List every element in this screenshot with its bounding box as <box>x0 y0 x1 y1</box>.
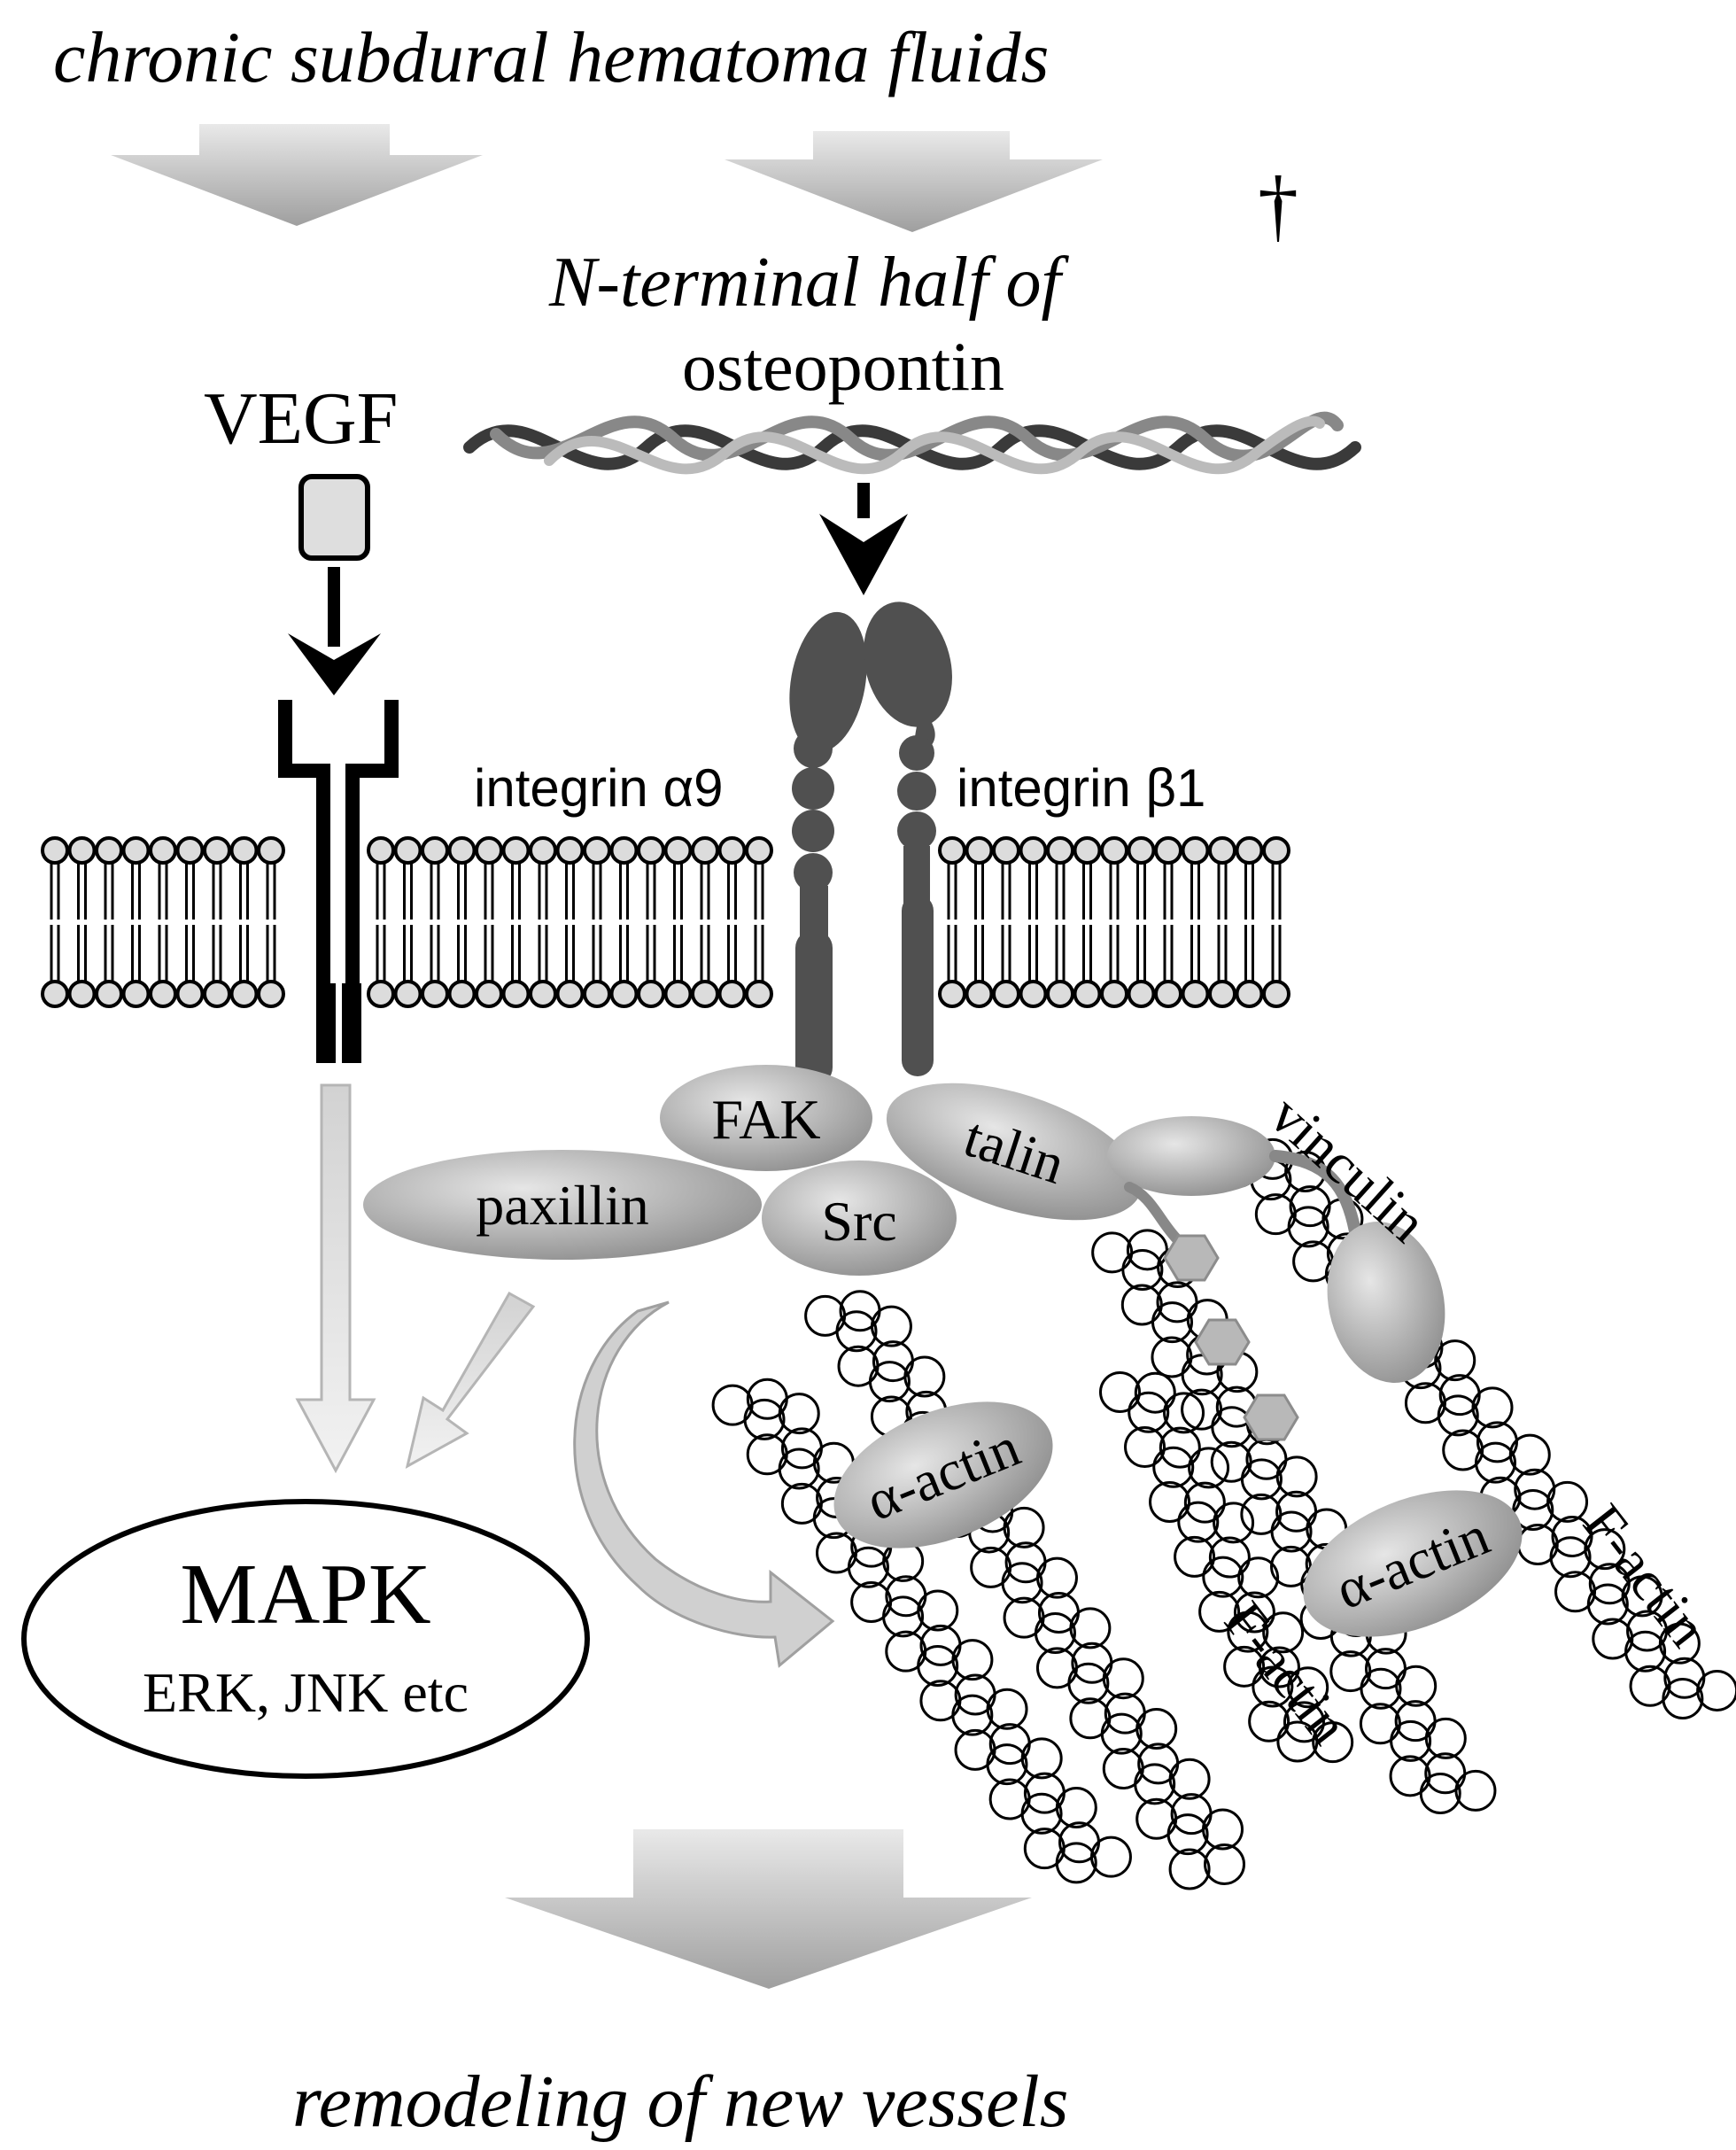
mapk-subtitle: ERK, JNK etc <box>143 1661 469 1724</box>
arrow-vegf-to-mapk <box>295 1083 376 1474</box>
integrin-beta1-label: integrin β1 <box>957 758 1205 818</box>
osteopontin-label-line2: osteopontin <box>682 328 1004 405</box>
alpha-actin-left: α-actin <box>833 1401 1053 1548</box>
osteopontin-binding-arrow <box>819 483 908 595</box>
title-bottom: remodeling of new vessels <box>292 2061 1068 2143</box>
integrin-alpha9 <box>789 611 867 1085</box>
vegf-arrow <box>288 567 381 695</box>
src-protein: Src <box>762 1160 957 1276</box>
title-top: chronic subdural hematoma fluids <box>53 17 1049 97</box>
vegf-label: VEGF <box>204 377 398 460</box>
dagger-mark: † <box>1258 159 1298 250</box>
vegf-ligand <box>298 474 370 561</box>
mapk-title: MAPK <box>180 1547 430 1642</box>
osteopontin-label-line1: N-terminal half of <box>548 244 1070 322</box>
fak-protein: FAK <box>660 1065 872 1171</box>
osteopontin-molecule <box>463 411 1361 475</box>
arrow-paxillin-to-mapk <box>405 1291 536 1469</box>
vegf-receptor <box>278 700 399 983</box>
talin-protein: talin <box>886 1083 1143 1221</box>
fak-label: FAK <box>711 1088 820 1151</box>
alpha-actin-right: α-actin <box>1303 1490 1523 1637</box>
arrow-src-to-actin <box>573 1300 835 1668</box>
integrin-beta1 <box>864 602 952 1076</box>
src-label: Src <box>821 1190 896 1253</box>
cell-membrane <box>41 836 1290 1008</box>
integrin-alpha9-label: integrin α9 <box>474 758 724 818</box>
vinculin-protein: vinculin <box>1107 1083 1445 1383</box>
mapk-box: MAPK ERK, JNK etc <box>21 1499 590 1779</box>
paxillin-protein: paxillin <box>363 1150 762 1260</box>
top-arrow-left <box>111 124 483 226</box>
paxillin-label: paxillin <box>476 1174 649 1237</box>
bottom-arrow <box>505 1829 1032 1989</box>
top-arrow-right <box>725 131 1103 232</box>
talin-tail <box>1124 1182 1299 1441</box>
